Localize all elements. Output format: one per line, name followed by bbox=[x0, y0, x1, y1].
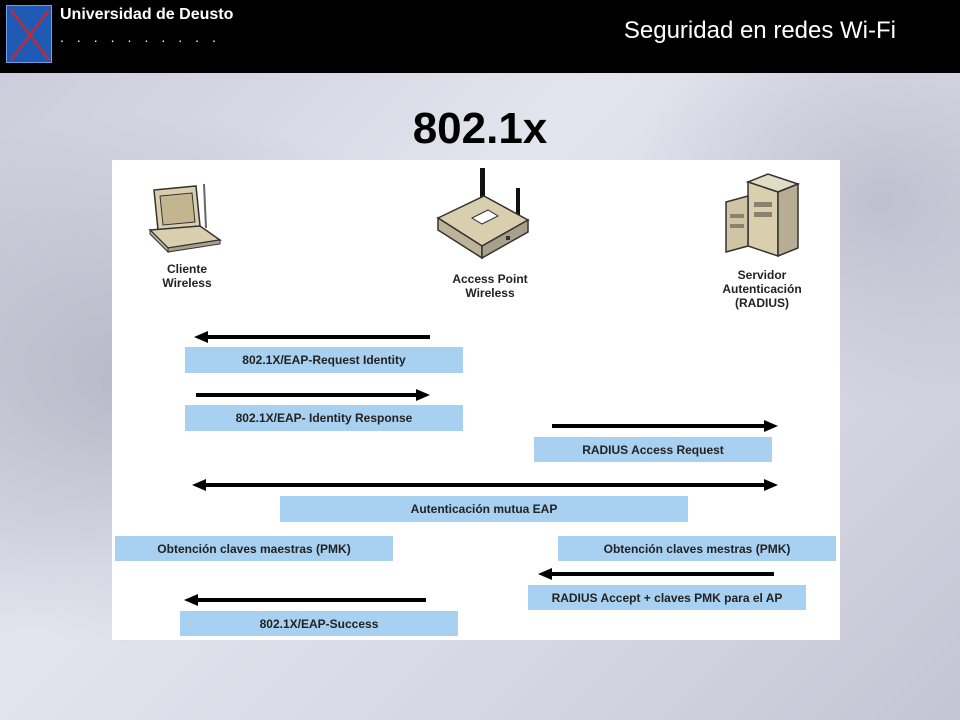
arrow-radius-accept bbox=[538, 568, 774, 580]
arrow-mutual-auth bbox=[192, 479, 778, 491]
msg-radius-accept: RADIUS Accept + claves PMK para el AP bbox=[528, 585, 806, 610]
arrow-request-identity bbox=[194, 331, 430, 343]
diagram-panel: Cliente Wireless Access Point Wireless S… bbox=[112, 160, 840, 640]
client-label-line1: Cliente bbox=[166, 262, 207, 276]
university-name: Universidad de Deusto bbox=[60, 6, 234, 23]
client-label-line2: Wireless bbox=[162, 276, 212, 290]
server-label: Servidor Autenticación (RADIUS) bbox=[708, 268, 816, 310]
msg-request-identity: 802.1X/EAP-Request Identity bbox=[185, 347, 463, 373]
header-bar: Universidad de Deusto .......... Segurid… bbox=[0, 0, 960, 73]
server-label-line2: Autenticación bbox=[722, 282, 802, 296]
msg-identity-response: 802.1X/EAP- Identity Response bbox=[185, 405, 463, 431]
server-label-line3: (RADIUS) bbox=[735, 296, 789, 310]
arrows-layer bbox=[184, 331, 778, 606]
msg-pmk-client: Obtención claves maestras (PMK) bbox=[115, 536, 393, 561]
arrow-radius-access-request bbox=[552, 420, 778, 432]
university-dots: .......... bbox=[60, 29, 229, 45]
server-icon bbox=[725, 173, 801, 258]
msg-pmk-server: Obtención claves mestras (PMK) bbox=[558, 536, 836, 561]
access-point-label-line1: Access Point bbox=[452, 272, 528, 286]
slide-title: 802.1x bbox=[412, 104, 548, 153]
client-label: Cliente Wireless bbox=[142, 262, 232, 290]
university-logo bbox=[6, 5, 52, 63]
msg-radius-access-request: RADIUS Access Request bbox=[534, 437, 772, 462]
access-point-label-line2: Wireless bbox=[465, 286, 515, 300]
arrow-eap-success bbox=[184, 594, 426, 606]
access-point-label: Access Point Wireless bbox=[432, 272, 548, 300]
course-title: Seguridad en redes Wi-Fi bbox=[623, 17, 896, 44]
access-point-icon bbox=[436, 168, 530, 260]
msg-mutual-auth: Autenticación mutua EAP bbox=[280, 496, 688, 522]
arrow-identity-response bbox=[196, 389, 430, 401]
laptop-icon bbox=[148, 183, 222, 254]
server-label-line1: Servidor bbox=[737, 268, 787, 282]
msg-eap-success: 802.1X/EAP-Success bbox=[180, 611, 458, 636]
